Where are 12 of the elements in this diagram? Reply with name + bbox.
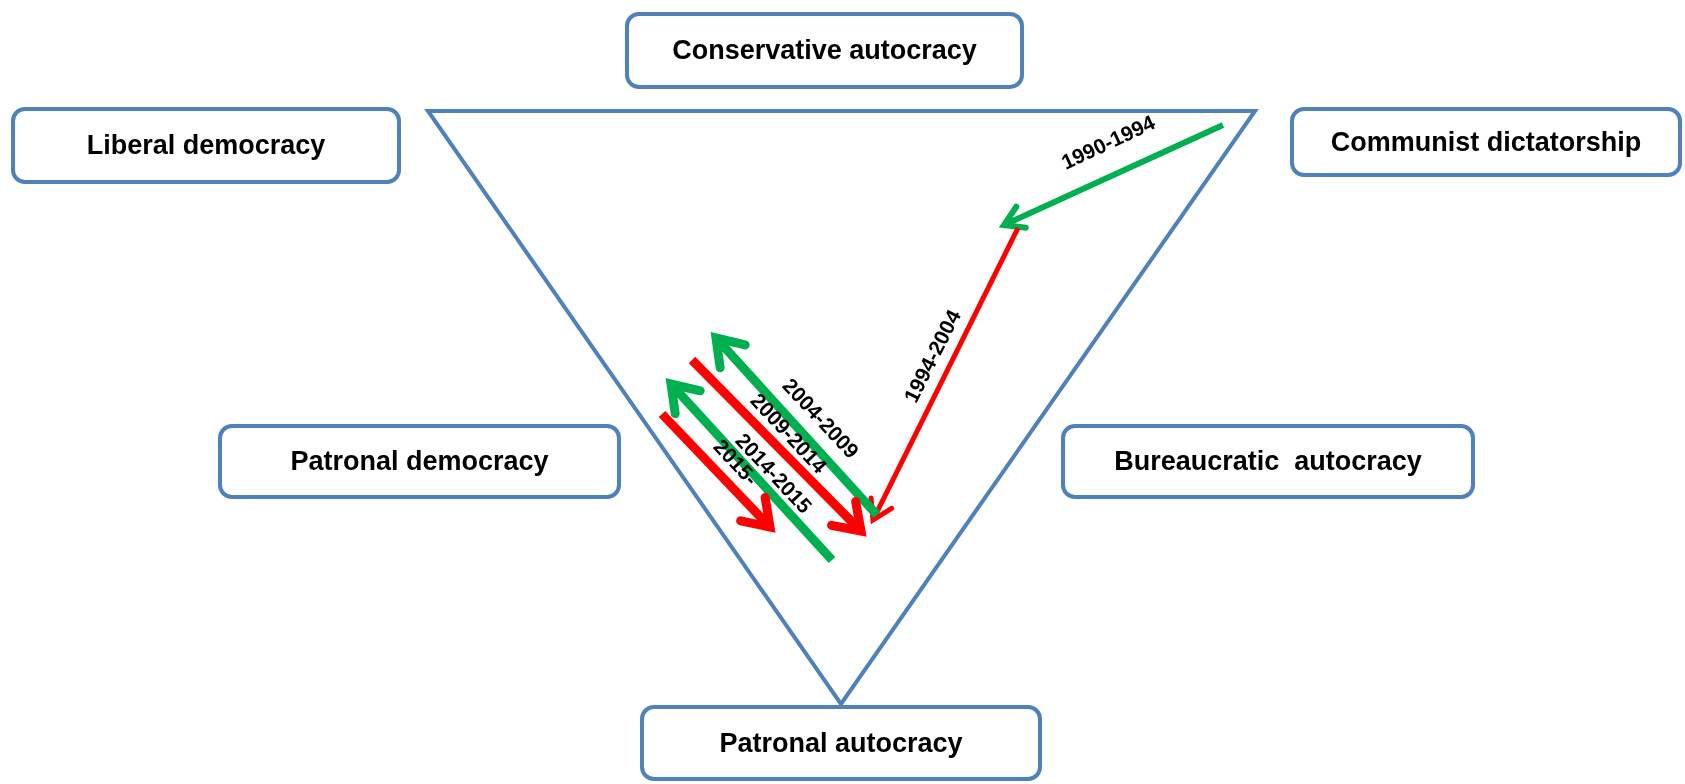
category-label: Patronal democracy bbox=[290, 445, 549, 479]
category-box bbox=[625, 12, 1024, 89]
category-box bbox=[218, 424, 621, 499]
category-label: Communist dictatorship bbox=[1330, 125, 1642, 159]
category-label: Liberal democracy bbox=[86, 129, 326, 163]
category-label: Patronal autocracy bbox=[719, 726, 963, 760]
category-box bbox=[11, 107, 401, 184]
category-label: Conservative autocracy bbox=[672, 34, 977, 68]
category-label: Bureaucratic autocracy bbox=[1114, 445, 1422, 479]
category-box bbox=[1061, 424, 1475, 499]
category-box bbox=[1290, 107, 1682, 177]
category-box bbox=[640, 705, 1042, 781]
